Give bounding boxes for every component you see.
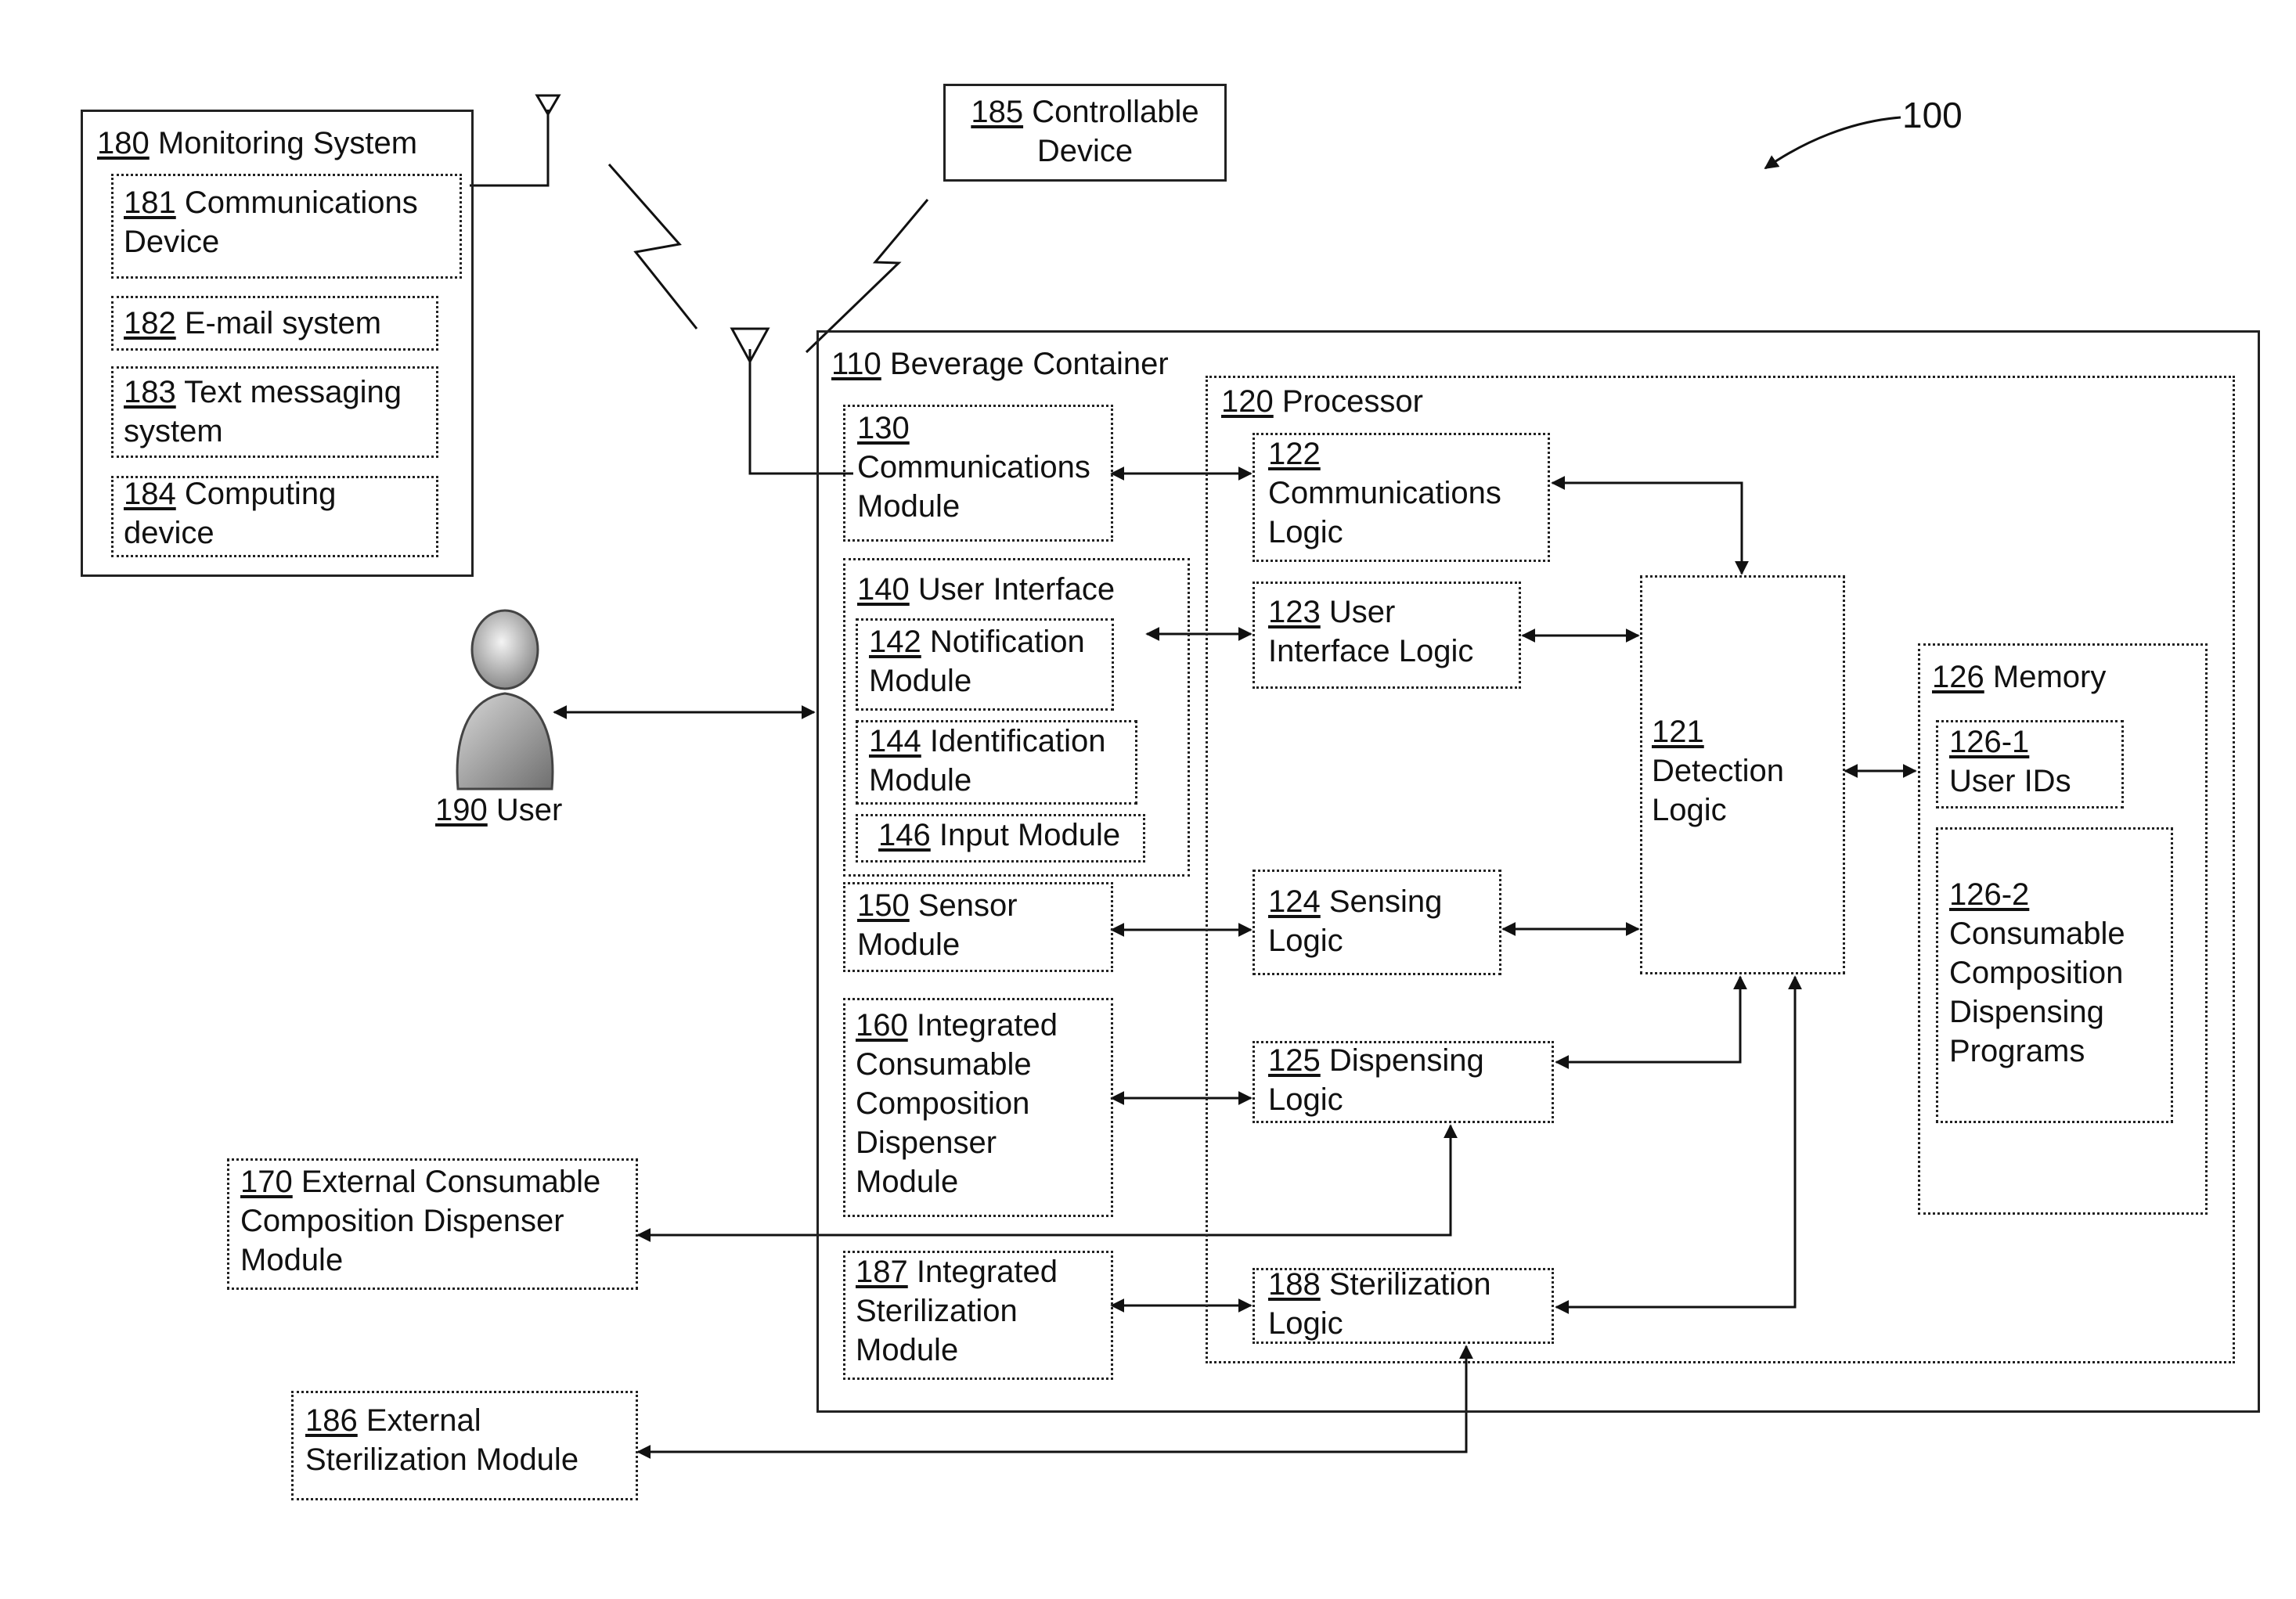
sterilization-logic-label: 188 Sterilization Logic bbox=[1268, 1265, 1491, 1343]
integrated-dispenser-module-label: 160 Integrated Consumable Composition Di… bbox=[856, 1006, 1058, 1201]
user-interface-logic-label: 123 User Interface Logic bbox=[1268, 592, 1473, 671]
communications-device-label: 181 Communications Device bbox=[124, 183, 418, 261]
external-dispenser-module-label: 170 External Consumable Composition Disp… bbox=[240, 1162, 600, 1280]
dispensing-programs-label: 126-2 Consumable Composition Dispensing … bbox=[1949, 875, 2125, 1071]
input-module-label: 146 Input Module bbox=[878, 816, 1120, 855]
notification-module-label: 142 Notification Module bbox=[869, 622, 1085, 700]
detection-logic-label: 121 Detection Logic bbox=[1652, 712, 1784, 830]
sensor-module-label: 150 Sensor Module bbox=[857, 886, 1018, 964]
dispensing-logic-label: 125 Dispensing Logic bbox=[1268, 1041, 1484, 1119]
figure-reference-arrow bbox=[1765, 117, 1901, 168]
integrated-sterilization-module-label: 187 Integrated Sterilization Module bbox=[856, 1252, 1058, 1370]
user-ids-label: 126-1 User IDs bbox=[1949, 722, 2071, 801]
text-messaging-system-label: 183 Text messaging system bbox=[124, 373, 402, 451]
processor-label: 120 Processor bbox=[1221, 382, 1423, 421]
communications-logic-label: 122 Communications Logic bbox=[1268, 434, 1501, 552]
computing-device-label: 184 Computing device bbox=[124, 474, 336, 553]
controllable-device-label: 185 Controllable Device bbox=[943, 92, 1227, 171]
identification-module-label: 144 Identification Module bbox=[869, 722, 1105, 800]
communications-module-label: 130 Communications Module bbox=[857, 409, 1090, 526]
external-sterilization-module-label: 186 External Sterilization Module bbox=[305, 1401, 579, 1479]
monitoring-antenna bbox=[470, 110, 548, 185]
wireless-link-controllable bbox=[806, 200, 928, 352]
user-interface-label: 140 User Interface bbox=[857, 570, 1115, 609]
wireless-link-monitoring bbox=[609, 164, 697, 329]
sensing-logic-label: 124 Sensing Logic bbox=[1268, 882, 1442, 960]
user-icon bbox=[442, 601, 568, 797]
memory-label: 126 Memory bbox=[1932, 657, 2106, 697]
beverage-container-label: 110 Beverage Container bbox=[831, 344, 1169, 384]
user-label: 190 User bbox=[435, 790, 562, 830]
monitoring-system-label: 180 Monitoring System bbox=[97, 124, 417, 163]
figure-number: 100 bbox=[1902, 95, 1963, 135]
email-system-label: 182 E-mail system bbox=[124, 304, 381, 343]
